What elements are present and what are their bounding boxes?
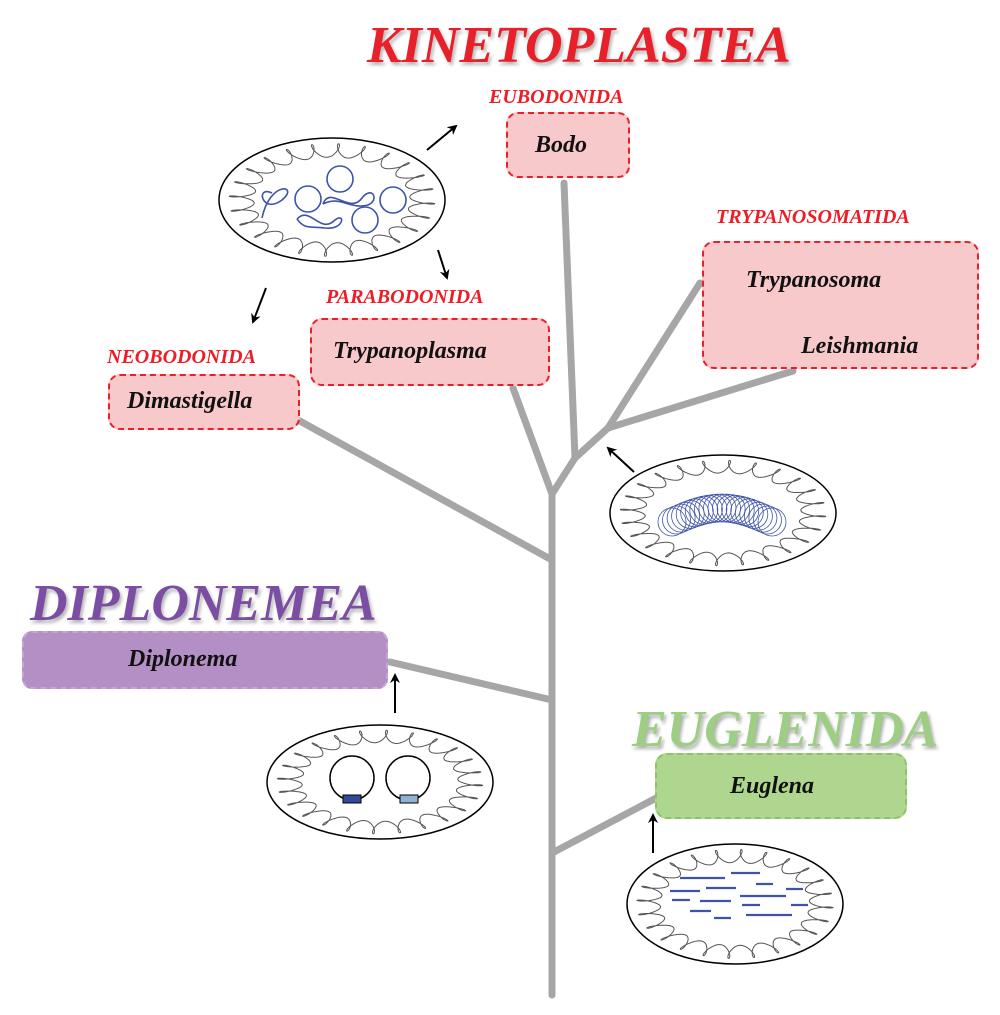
cristae-fold [636, 848, 834, 960]
taxon-box-diplonema: Diplonema [22, 631, 388, 689]
branch-trypanosoma [604, 279, 704, 432]
arrow-to-trypanosomatida [606, 446, 635, 473]
genus-euglena: Euglena [730, 773, 815, 799]
genus-bodo: Bodo [535, 132, 588, 158]
taxon-box-trypanosomatida: Trypanosoma Leishmania [702, 241, 979, 369]
kdna-ring [725, 495, 755, 525]
branch-parabodonida [509, 384, 556, 498]
genus-trypanosoma: Trypanosoma [746, 267, 882, 293]
cristae-fold [276, 729, 484, 835]
cristae-icon [619, 459, 827, 567]
kdna-ring [748, 503, 778, 533]
arrow-to-bodo [426, 124, 458, 151]
genus-trypanoplasma: Trypanoplasma [333, 338, 487, 364]
branch-dimastigella [294, 416, 556, 564]
order-label-eubodonida: EUBODONIDA [489, 86, 624, 108]
group-title-diplonemea: DIPLONEMEA [30, 575, 377, 632]
mitochondrion-eukinetoplast [609, 454, 837, 572]
order-label-trypanosomatida: TRYPANOSOMATIDA [716, 206, 910, 228]
gene-module-dark-icon [342, 794, 362, 804]
gene-module-light-icon [399, 794, 419, 804]
mitochondrion-euglenid [626, 843, 844, 965]
kdna-ring [684, 496, 714, 526]
group-title-euglenida: EUGLENIDA [632, 701, 939, 758]
cristae-icon [636, 848, 834, 960]
kdna-ring [657, 507, 687, 537]
kdna-disk-icon [657, 493, 787, 537]
genus-leishmania: Leishmania [801, 333, 919, 359]
taxon-box-bodo: Bodo [506, 112, 630, 178]
taxon-box-euglena: Euglena [655, 753, 907, 819]
mitochondrion-prokinetoplast [218, 137, 446, 263]
linear-dna-icon [670, 871, 808, 920]
mitochondrion-diplonemid [266, 724, 494, 840]
kdna-ring [703, 493, 732, 523]
taxon-box-trypanoplasma: Trypanoplasma [310, 318, 550, 386]
cristae-icon [276, 729, 484, 835]
branch-kinetoplastid-inner [548, 454, 579, 498]
genus-diplonema: Diplonema [128, 646, 238, 672]
order-label-neobodonida: NEOBODONIDA [107, 346, 256, 368]
kdna-ring [753, 505, 782, 535]
branch-leishmania [604, 367, 797, 432]
order-label-parabodonida: PARABODONIDA [326, 286, 484, 308]
genus-dimastigella: Dimastigella [127, 388, 253, 414]
cristae-icon [228, 143, 436, 257]
branch-bodo [560, 179, 579, 462]
cristae-fold [228, 143, 436, 257]
group-title-kinetoplastea: KINETOPLASTEA [367, 17, 791, 74]
cristae-fold [619, 459, 827, 567]
branch-trypanosomatida-inner [571, 424, 612, 462]
branch-euglena [550, 792, 664, 856]
taxon-box-dimastigella: Dimastigella [108, 374, 300, 430]
arrow-to-parabodonida [437, 249, 450, 280]
branch-diplonema [386, 658, 556, 704]
arrow-to-neobodonida [251, 287, 267, 324]
kdna-ring [757, 507, 787, 537]
